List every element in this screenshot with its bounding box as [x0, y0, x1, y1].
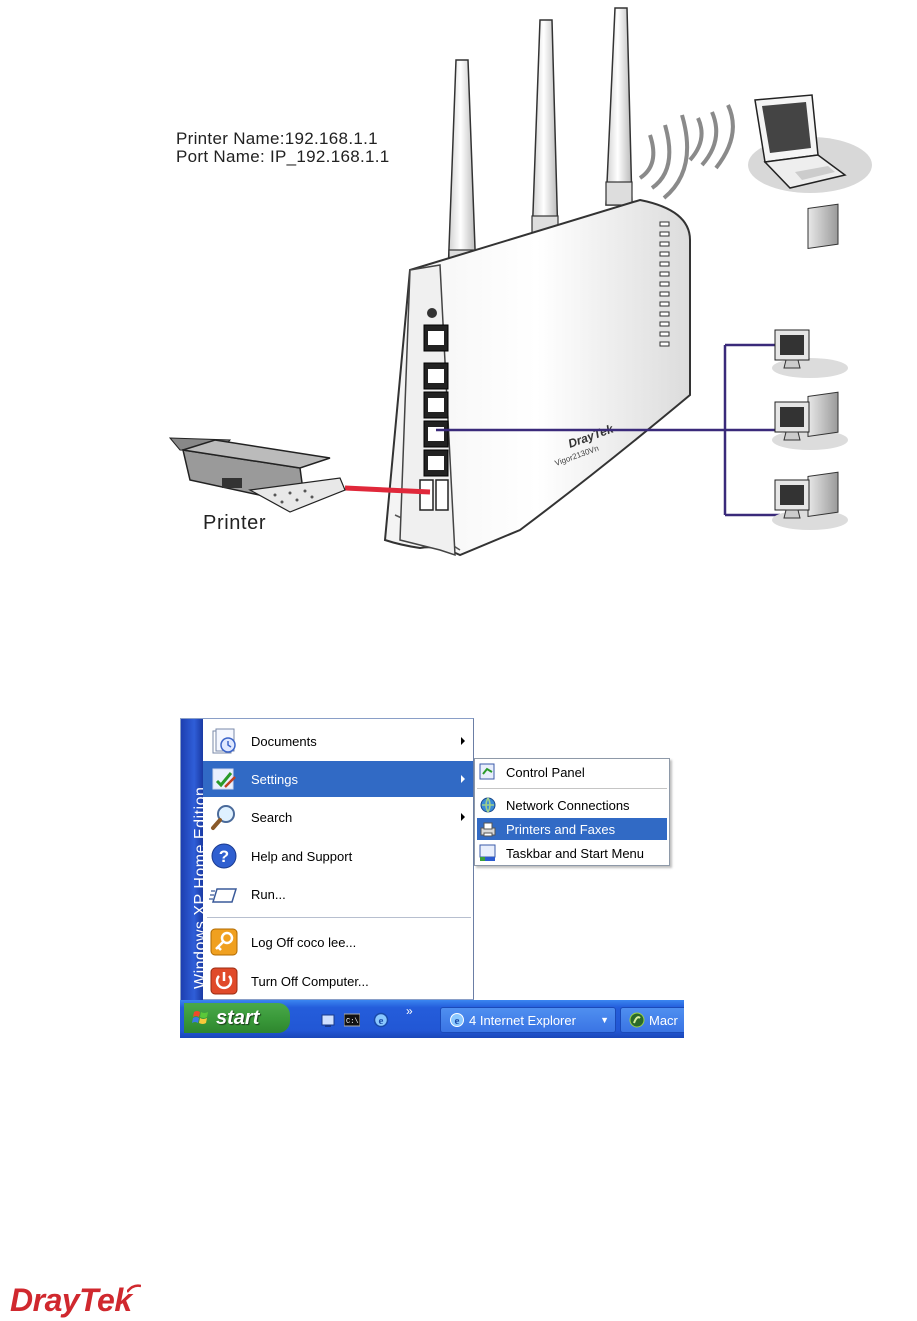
power-icon — [210, 967, 238, 995]
usb-cable — [344, 485, 431, 495]
port-name-text: Port Name: IP_192.168.1.1 — [176, 147, 390, 166]
windows-logo-icon — [192, 1011, 208, 1024]
menu-item-search[interactable]: Search — [203, 799, 473, 835]
settings-submenu: Control Panel Network Connections Printe… — [474, 758, 670, 866]
start-label: start — [216, 1006, 260, 1029]
wireless-signal-icon — [638, 104, 735, 200]
start-menu: Windows XP Home Edition Documents Settin… — [180, 718, 474, 1001]
taskbar: start C:\ e » e 4 Internet Explorer ▼ — [180, 1000, 684, 1038]
printer-label: Printer — [203, 512, 267, 534]
antenna-middle — [531, 19, 559, 241]
draytek-logo: DrayTek — [10, 1282, 132, 1318]
submenu-item-control-panel[interactable]: Control Panel — [477, 761, 667, 783]
menu-item-documents[interactable]: Documents — [203, 723, 473, 759]
router — [383, 198, 691, 557]
printer-info: Printer Name:192.168.1.1 Port Name: IP_1… — [176, 130, 390, 166]
menu-item-log-off[interactable]: Log Off coco lee... — [203, 924, 473, 960]
start-menu-screenshot: Windows XP Home Edition Documents Settin… — [180, 718, 684, 1038]
search-icon — [211, 805, 235, 830]
menu-item-label: Log Off coco lee... — [251, 934, 357, 950]
svg-text:e: e — [455, 1015, 460, 1027]
menu-item-help-and-support[interactable]: ? Help and Support — [203, 838, 473, 874]
menu-item-label: Settings — [251, 771, 298, 787]
printer-icon — [168, 437, 346, 513]
quicklaunch-overflow-icon[interactable]: » — [406, 1004, 413, 1018]
laptop-icon — [748, 94, 872, 193]
pc-icon-2 — [772, 391, 848, 450]
chevron-right-icon — [461, 813, 465, 821]
taskbar-icon — [479, 844, 496, 861]
network-diagram: DrayTek Vigor2130Vn — [0, 0, 917, 600]
menu-item-label: Documents — [251, 733, 317, 749]
printers-icon — [480, 822, 496, 837]
menu-item-label: Help and Support — [251, 848, 353, 864]
antenna-right — [605, 7, 633, 206]
start-button[interactable]: start — [184, 1003, 290, 1033]
chevron-down-icon: ▼ — [600, 1015, 609, 1025]
show-desktop-icon[interactable] — [320, 1012, 336, 1028]
logo-accent-icon — [127, 1284, 141, 1293]
control-panel-icon — [479, 763, 495, 780]
internet-explorer-icon: e — [450, 1013, 464, 1027]
task-label: 4 Internet Explorer — [469, 1012, 576, 1028]
macromedia-icon — [629, 1012, 645, 1028]
submenu-item-network-connections[interactable]: Network Connections — [477, 794, 667, 816]
submenu-separator — [477, 788, 667, 789]
menu-item-label: Search — [251, 809, 293, 825]
help-icon: ? — [211, 843, 237, 869]
chevron-right-icon — [461, 737, 465, 745]
network-connections-icon — [480, 797, 496, 813]
settings-icon — [212, 768, 236, 790]
submenu-item-printers-and-faxes[interactable]: Printers and Faxes — [477, 818, 667, 840]
logoff-icon — [210, 928, 238, 956]
internet-explorer-quicklaunch-icon[interactable]: e — [373, 1012, 389, 1028]
taskbar-item-internet-explorer[interactable]: e 4 Internet Explorer ▼ — [440, 1007, 616, 1033]
documents-icon — [212, 728, 236, 754]
submenu-item-label: Control Panel — [506, 764, 585, 780]
submenu-item-taskbar-and-start-menu[interactable]: Taskbar and Start Menu — [477, 842, 667, 864]
antenna-left — [447, 59, 477, 276]
chevron-right-icon — [461, 775, 465, 783]
menu-separator — [207, 917, 471, 918]
submenu-item-label: Taskbar and Start Menu — [506, 845, 645, 861]
submenu-item-label: Printers and Faxes — [506, 821, 616, 837]
run-icon — [209, 888, 238, 903]
svg-text:?: ? — [219, 847, 229, 866]
task-label: Macr — [649, 1012, 678, 1028]
command-prompt-icon[interactable]: C:\ — [344, 1012, 360, 1028]
menu-item-label: Run... — [251, 886, 286, 902]
menu-item-turn-off[interactable]: Turn Off Computer... — [203, 963, 473, 999]
menu-item-run[interactable]: Run... — [203, 876, 473, 912]
menu-item-label: Turn Off Computer... — [251, 973, 369, 989]
svg-text:C:\: C:\ — [346, 1018, 359, 1026]
diagram-graphic: DrayTek Vigor2130Vn — [168, 7, 872, 557]
menu-item-settings[interactable]: Settings — [203, 761, 473, 797]
pc-icon-3 — [772, 471, 848, 530]
submenu-item-label: Network Connections — [506, 797, 630, 813]
pc-icon-1 — [772, 203, 848, 378]
taskbar-item-macromedia[interactable]: Macr — [620, 1007, 684, 1033]
lan-cables — [436, 343, 780, 517]
printer-name-text: Printer Name:192.168.1.1 — [176, 129, 378, 148]
svg-text:e: e — [379, 1015, 384, 1027]
start-menu-banner: Windows XP Home Edition — [181, 719, 209, 1001]
